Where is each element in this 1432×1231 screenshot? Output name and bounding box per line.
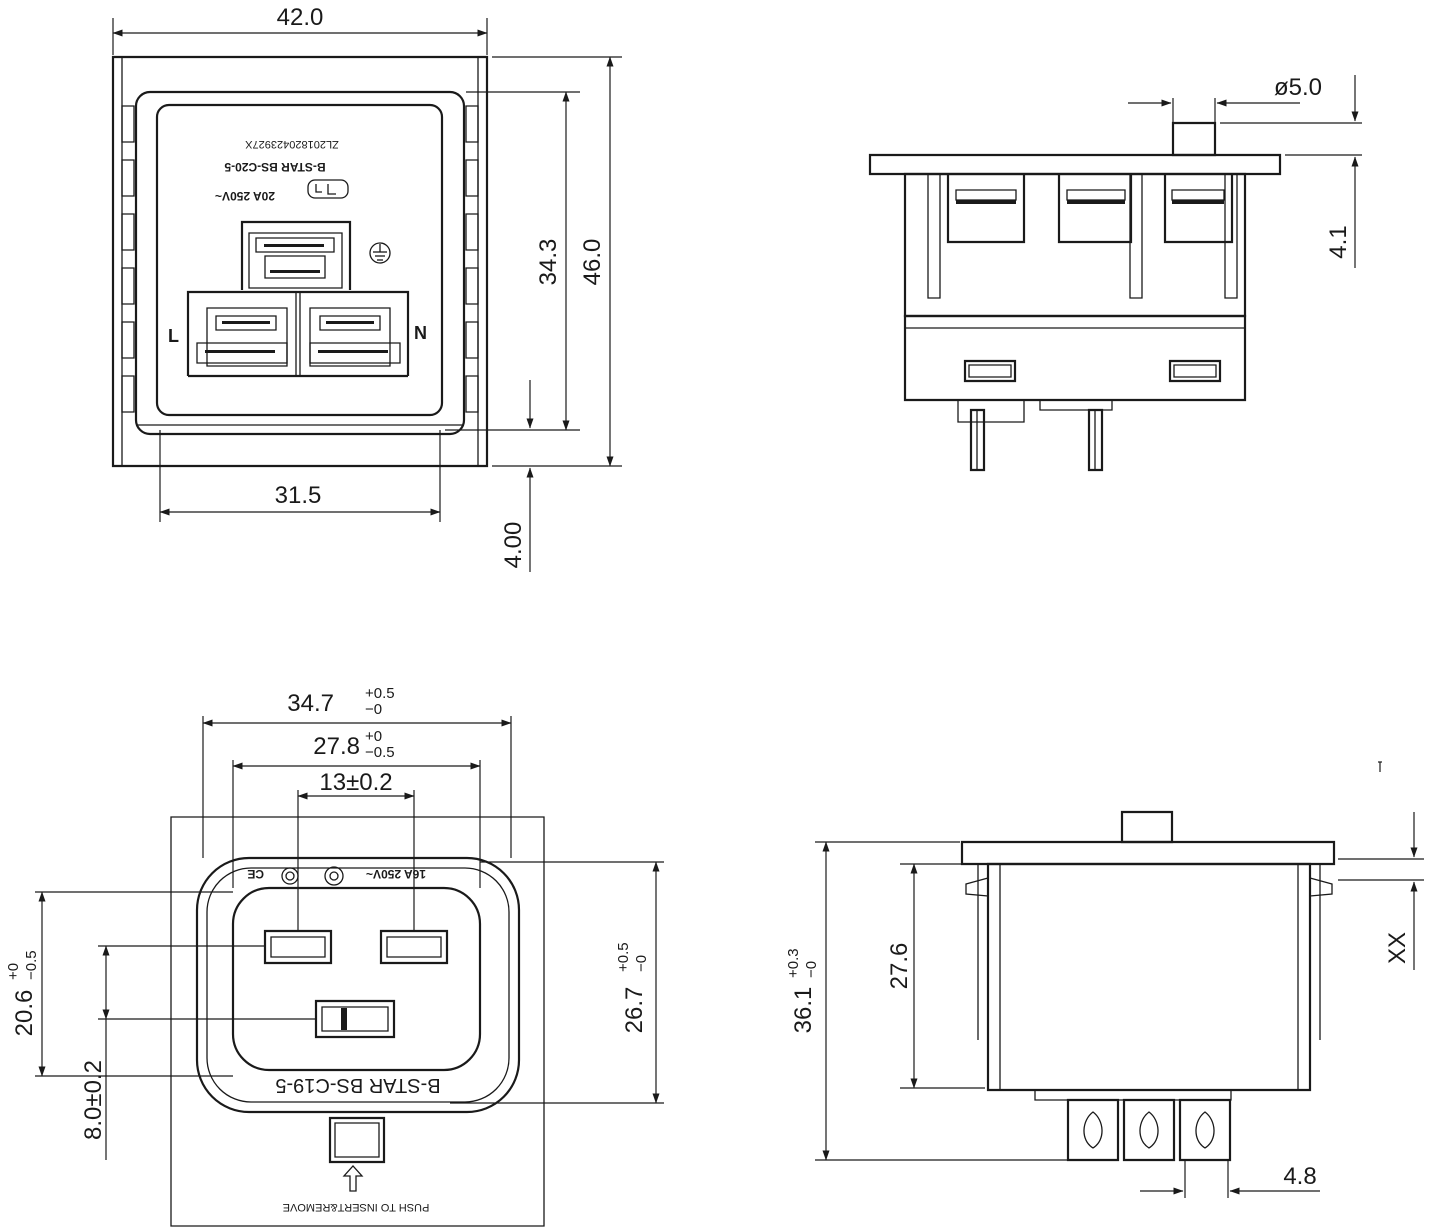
live-neutral-contacts xyxy=(188,292,408,376)
svg-text:13±0.2: 13±0.2 xyxy=(319,769,392,796)
earth-contact xyxy=(242,222,350,290)
model-marking: B-STAR BS-C20-5 xyxy=(224,160,325,174)
neutral-label: N xyxy=(414,323,427,343)
dim-height-36-1: 36.1 +0.3 −0 xyxy=(785,842,1068,1160)
release-button xyxy=(330,1118,384,1162)
top-view: ZL201820423927X B-STAR BS-C20-5 20A 250V… xyxy=(113,4,622,572)
dim-pin-spacing: 13±0.2 xyxy=(298,769,414,931)
svg-text:−0: −0 xyxy=(803,961,820,978)
svg-text:46.0: 46.0 xyxy=(579,239,606,286)
dim-width-31-5: 31.5 xyxy=(160,430,440,522)
dim-diameter-5: ø5.0 xyxy=(1128,74,1322,122)
latch-window-right xyxy=(1170,361,1220,381)
svg-text:20.6: 20.6 xyxy=(11,990,38,1037)
dim-depth-27-6: 27.6 xyxy=(886,864,988,1088)
dim-height-46: 46.0 xyxy=(492,57,622,466)
locating-pin xyxy=(1173,123,1215,155)
svg-text:8.0±0.2: 8.0±0.2 xyxy=(80,1060,107,1140)
front-rating-marking: 16A 250V~ xyxy=(366,867,426,881)
socket-body xyxy=(136,92,464,434)
svg-text:+0: +0 xyxy=(5,963,22,980)
dim-height-26-7: 26.7 +0.5 −0 xyxy=(450,862,664,1103)
svg-text:34.7: 34.7 xyxy=(287,690,334,717)
svg-text:+0.5: +0.5 xyxy=(365,685,395,702)
dim-width-42: 42.0 xyxy=(113,4,487,55)
svg-text:42.0: 42.0 xyxy=(277,4,324,31)
approval-mark-icon xyxy=(282,868,298,884)
inlet-cavity xyxy=(233,888,480,1070)
serial-number: ZL201820423927X xyxy=(245,138,339,150)
svg-text:CE: CE xyxy=(247,867,264,881)
panel-outline xyxy=(171,817,544,1226)
flange xyxy=(870,155,1280,174)
profile-pin xyxy=(1122,812,1172,842)
svg-text:4.00: 4.00 xyxy=(500,522,527,569)
terminal-base xyxy=(1035,1090,1231,1100)
svg-text:34.3: 34.3 xyxy=(535,239,562,286)
pin-slots xyxy=(265,931,447,1037)
rating-marking: 20A 250V~ xyxy=(215,189,275,203)
dim-height-34-3: 34.3 xyxy=(445,92,580,430)
profile-flange xyxy=(962,842,1334,864)
solder-terminals xyxy=(1068,1100,1230,1160)
svg-text:−0.5: −0.5 xyxy=(23,950,40,980)
socket-face xyxy=(157,105,442,415)
right-rail-clips xyxy=(466,106,478,412)
bezel-inner xyxy=(207,868,509,1102)
pcb-pins xyxy=(958,400,1112,470)
left-rail-clips xyxy=(122,106,134,412)
neutral-slot xyxy=(381,931,447,963)
dim-panel-xx: XX xyxy=(1338,762,1424,970)
push-marking: PUSH TO INSERT&REMOVE xyxy=(283,1201,430,1213)
ce-mark-icon: CE xyxy=(247,867,264,881)
side-view: ø5.0 4.1 xyxy=(870,74,1362,470)
latch-window-left xyxy=(965,361,1015,381)
svg-text:36.1: 36.1 xyxy=(790,987,817,1034)
vde-mark-icon xyxy=(325,867,343,885)
live-slot xyxy=(265,931,331,963)
svg-text:27.8: 27.8 xyxy=(313,733,360,760)
profile-housing xyxy=(988,864,1310,1090)
svg-text:+0.3: +0.3 xyxy=(785,948,802,978)
dim-height-20-6: 20.6 +0 −0.5 xyxy=(5,892,233,1076)
dim-pin-width: 4.8 xyxy=(1140,1160,1320,1198)
svg-text:4.8: 4.8 xyxy=(1283,1163,1316,1190)
front-view: CE 16A 250V~ B-STAR BS-C19-5 PUSH TO INS… xyxy=(5,685,664,1226)
svg-text:26.7: 26.7 xyxy=(621,987,648,1034)
svg-text:−0: −0 xyxy=(633,955,650,972)
brand-marking: B-STAR BS-C19-5 xyxy=(275,1074,440,1096)
svg-text:27.6: 27.6 xyxy=(886,943,913,990)
svg-text:+0: +0 xyxy=(365,728,382,745)
profile-view: 27.6 36.1 +0.3 −0 XX 4.8 xyxy=(785,762,1424,1198)
dim-width-27-8: 27.8 +0 −0.5 xyxy=(233,728,480,888)
contact-tabs xyxy=(928,174,1237,298)
live-label: L xyxy=(168,326,179,346)
dim-width-34-7: 34.7 +0.5 −0 xyxy=(203,685,511,858)
earth-symbol-icon xyxy=(370,243,390,263)
push-arrow-icon xyxy=(344,1166,362,1191)
dim-tab-4-1: 4.1 xyxy=(1220,75,1362,268)
svg-text:−0.5: −0.5 xyxy=(365,744,395,761)
svg-text:ø5.0: ø5.0 xyxy=(1274,74,1322,101)
dim-earth-offset: 8.0±0.2 xyxy=(80,946,316,1160)
svg-text:4.1: 4.1 xyxy=(1325,225,1352,258)
outer-frame xyxy=(113,57,487,466)
svg-text:XX: XX xyxy=(1384,932,1411,964)
svg-text:+0.5: +0.5 xyxy=(615,942,632,972)
dim-offset-4: 4.00 xyxy=(500,380,534,572)
svg-text:31.5: 31.5 xyxy=(275,482,322,509)
bezel-outer xyxy=(197,858,519,1112)
ul-logo-icon xyxy=(308,180,348,198)
svg-text:−0: −0 xyxy=(365,701,382,718)
